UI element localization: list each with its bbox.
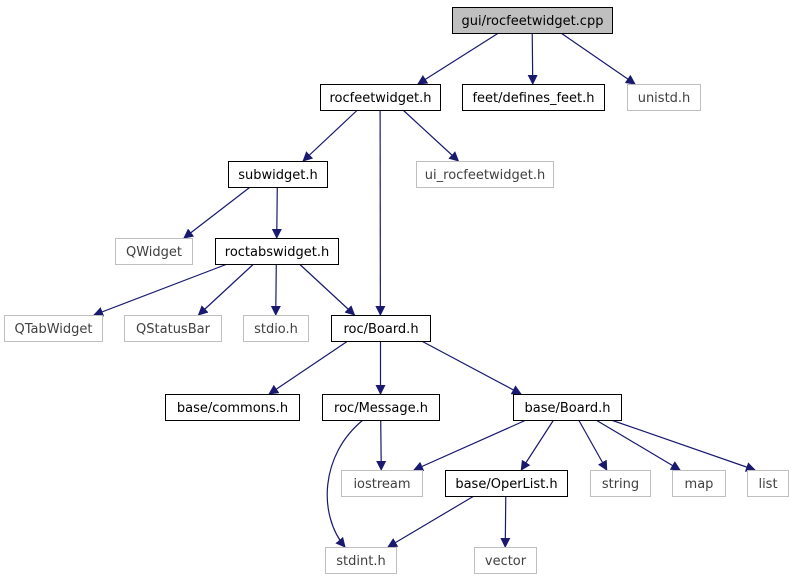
edge-operlist-to-vector	[500, 495, 511, 548]
edge-base-board-to-map	[595, 419, 681, 471]
node-label: subwidget.h	[238, 168, 317, 183]
node-roc-message[interactable]: roc/Message.h	[322, 394, 440, 421]
node-defines-feet[interactable]: feet/defines_feet.h	[462, 84, 605, 111]
edges-layer	[93, 32, 756, 548]
node-box	[445, 470, 568, 497]
node-operlist[interactable]: base/OperList.h	[445, 470, 568, 497]
edge-base-board-to-list	[610, 419, 756, 472]
node-label: feet/defines_feet.h	[472, 91, 594, 106]
edge-rocfeetwidget-h-to-ui-rocfeet	[402, 109, 460, 162]
node-box	[320, 84, 441, 111]
edge-operlist-to-stdint	[387, 495, 475, 548]
node-label: stdio.h	[254, 322, 298, 337]
node-string: string	[590, 470, 651, 497]
nodes-layer: gui/rocfeetwidget.cpp rocfeetwidget.h feet…	[4, 7, 789, 574]
node-box	[341, 470, 423, 497]
node-box	[325, 547, 397, 574]
node-box	[416, 161, 554, 188]
node-box	[627, 84, 701, 111]
node-unistd: unistd.h	[627, 84, 701, 111]
node-box	[115, 238, 193, 265]
node-label: rocfeetwidget.h	[329, 91, 431, 106]
node-vector: vector	[474, 547, 537, 574]
node-label: QWidget	[126, 245, 182, 260]
node-label: base/OperList.h	[455, 477, 557, 492]
node-label: base/commons.h	[177, 401, 288, 416]
edge-roc-board-to-base-commons	[268, 340, 349, 395]
node-label: roctabswidget.h	[225, 245, 329, 260]
node-rocfeetwidget-h[interactable]: rocfeetwidget.h	[320, 84, 441, 111]
node-label: QTabWidget	[14, 322, 92, 337]
node-box	[747, 470, 789, 497]
node-box	[590, 470, 651, 497]
node-label: roc/Board.h	[343, 322, 418, 337]
node-box	[672, 470, 726, 497]
node-stdint: stdint.h	[325, 547, 397, 574]
node-box	[462, 84, 605, 111]
node-label: iostream	[353, 477, 410, 492]
node-box	[228, 161, 328, 188]
node-box	[165, 394, 300, 421]
edge-rocfeetwidget-h-to-subwidget	[302, 109, 358, 162]
node-base-commons[interactable]: base/commons.h	[165, 394, 300, 421]
node-box	[124, 315, 222, 342]
edge-roctabs-to-qstatusbar	[197, 263, 255, 316]
node-subwidget[interactable]: subwidget.h	[228, 161, 328, 188]
node-box	[474, 547, 537, 574]
edge-root-to-defines-feet	[527, 32, 538, 85]
node-qwidget: QWidget	[115, 238, 193, 265]
node-box	[513, 394, 622, 421]
edge-roc-message-to-stdint	[326, 419, 364, 548]
node-label: base/Board.h	[525, 401, 611, 416]
node-root[interactable]: gui/rocfeetwidget.cpp	[452, 7, 613, 34]
node-box	[322, 394, 440, 421]
node-label: stdint.h	[336, 554, 385, 569]
node-label: roc/Message.h	[334, 401, 428, 416]
node-iostream: iostream	[341, 470, 423, 497]
edge-roctabs-to-stdio	[270, 263, 281, 316]
node-box	[331, 315, 431, 342]
node-qstatusbar: QStatusBar	[124, 315, 222, 342]
node-label: map	[685, 477, 714, 492]
node-roc-board[interactable]: roc/Board.h	[331, 315, 431, 342]
node-label: ui_rocfeetwidget.h	[425, 168, 545, 183]
node-map: map	[672, 470, 726, 497]
edge-base-board-to-operlist	[520, 419, 555, 471]
edge-roc-message-to-iostream	[376, 419, 387, 471]
edge-roc-board-to-base-board	[421, 340, 522, 395]
node-label: vector	[485, 554, 527, 569]
node-box	[215, 238, 339, 265]
edge-subwidget-to-roctabs	[271, 186, 282, 239]
node-label: unistd.h	[638, 91, 691, 106]
edge-base-board-to-string	[578, 419, 608, 471]
node-list: list	[747, 470, 789, 497]
node-label: gui/rocfeetwidget.cpp	[462, 14, 604, 29]
node-box	[243, 315, 309, 342]
node-box	[4, 315, 103, 342]
edge-root-to-rocfeetwidget-h	[417, 32, 499, 85]
node-label: QStatusBar	[136, 322, 211, 337]
node-base-board[interactable]: base/Board.h	[513, 394, 622, 421]
node-ui-rocfeet: ui_rocfeetwidget.h	[416, 161, 554, 188]
node-box	[452, 7, 613, 34]
edge-roctabs-to-qtabwidget	[93, 263, 228, 317]
edge-root-to-unistd	[560, 32, 636, 85]
node-stdio: stdio.h	[243, 315, 309, 342]
edge-subwidget-to-qwidget	[183, 186, 251, 239]
edge-roctabs-to-roc-board	[298, 263, 356, 316]
node-label: string	[602, 477, 639, 492]
edge-base-board-to-iostream	[413, 419, 527, 471]
node-roctabs[interactable]: roctabswidget.h	[215, 238, 339, 265]
node-qtabwidget: QTabWidget	[4, 315, 103, 342]
node-label: list	[758, 477, 777, 492]
